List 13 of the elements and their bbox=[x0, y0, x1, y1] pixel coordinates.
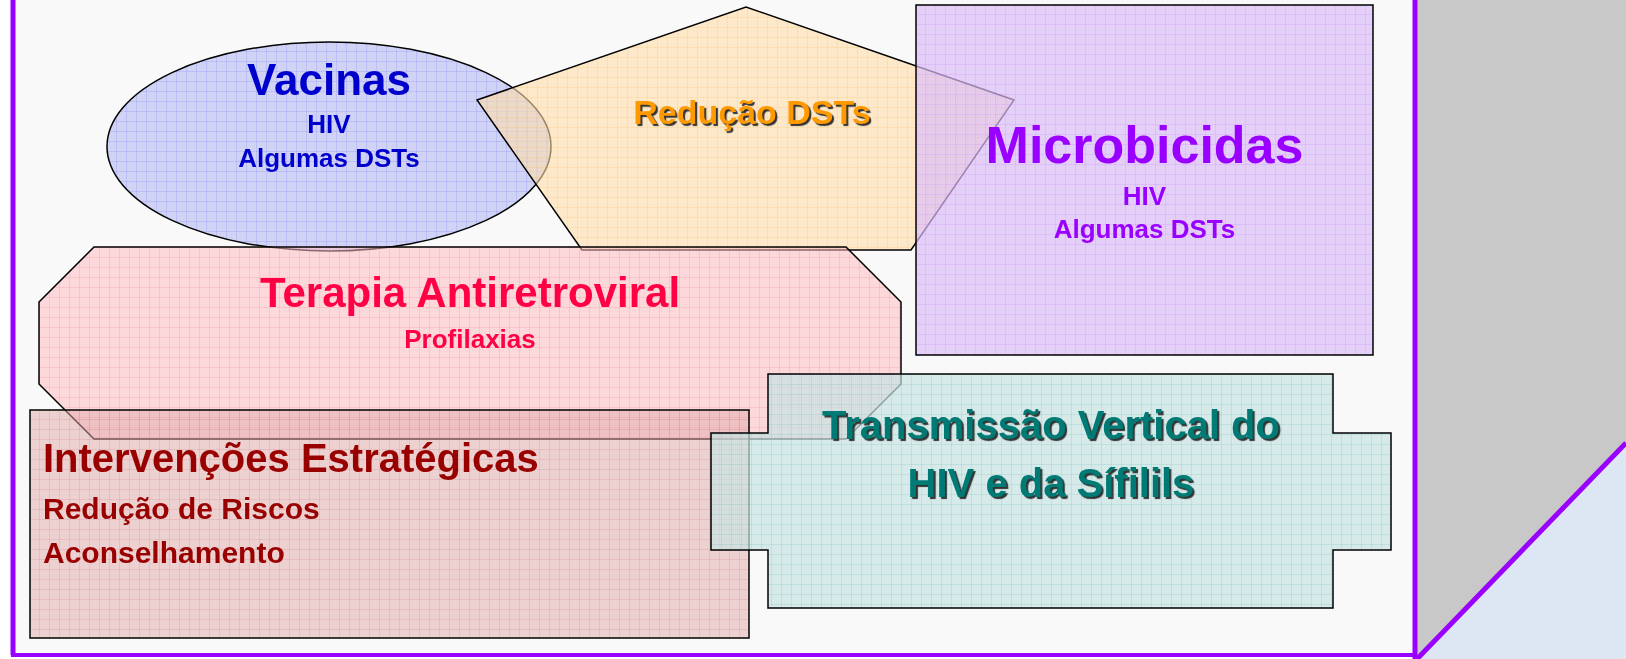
heading-text: Terapia Antiretroviral bbox=[258, 268, 682, 318]
subtitle-text: Algumas DSTs bbox=[1052, 213, 1237, 247]
heading-text: Intervenções Estratégicas bbox=[43, 435, 540, 482]
heading-text: Transmissão Vertical do HIV e da Sífilils bbox=[821, 402, 1281, 507]
heading-text: Microbicidas bbox=[984, 115, 1305, 176]
subtitle-text: HIV bbox=[1121, 179, 1168, 213]
subtitle-text: Profilaxias bbox=[403, 322, 537, 356]
subtitle-text: Redução de Riscos bbox=[43, 491, 321, 527]
subtitle-text: Aconselhamento bbox=[43, 534, 286, 571]
subtitle-text: Algumas DSTs bbox=[237, 142, 421, 175]
subtitle-text: HIV bbox=[306, 108, 352, 142]
heading-text: Vacinas bbox=[246, 54, 412, 106]
heading-text: Redução DSTs bbox=[632, 92, 872, 133]
